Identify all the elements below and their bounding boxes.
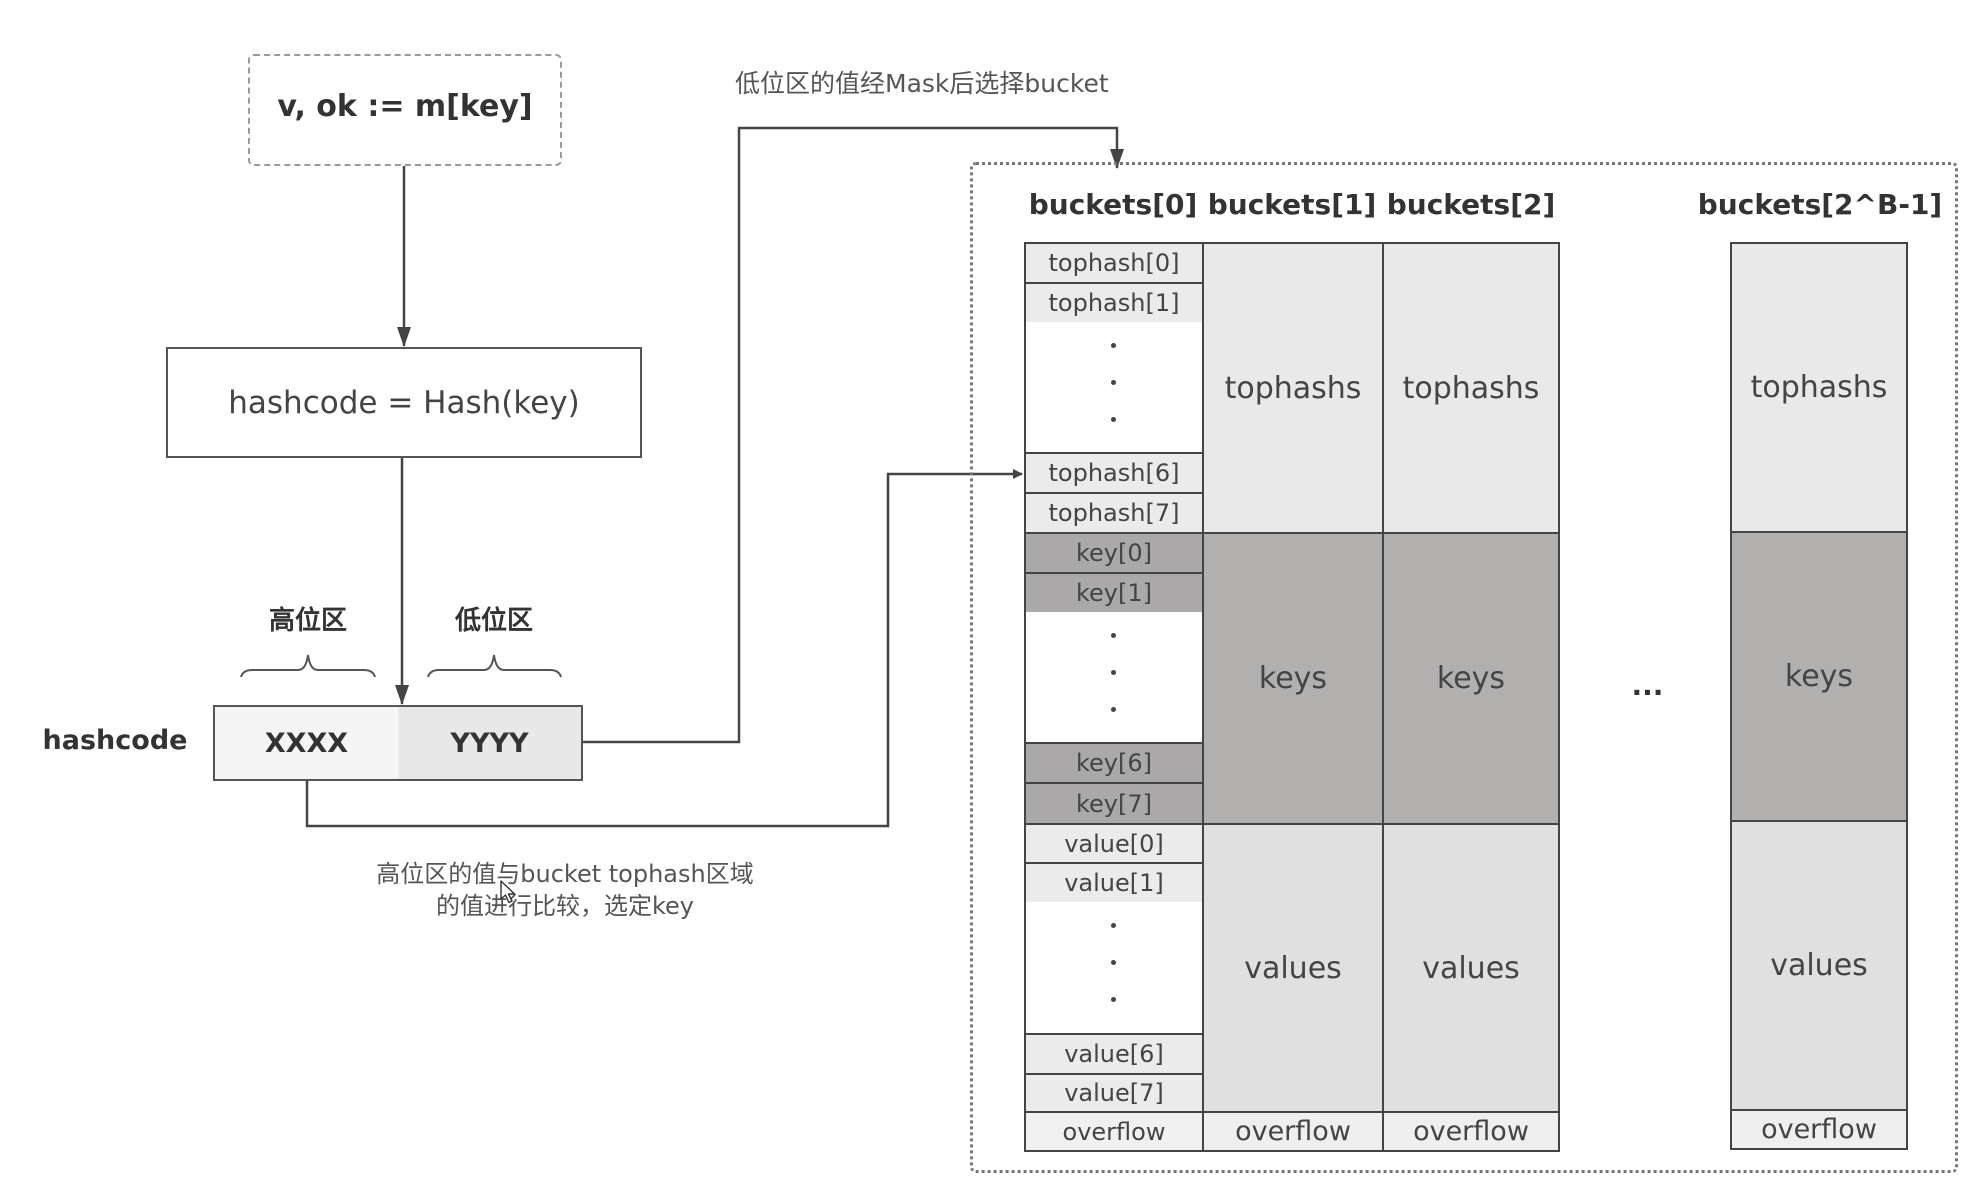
keys-block: keys xyxy=(1730,531,1908,822)
tophashs-block: tophashs xyxy=(1202,242,1384,534)
key-cell: key[6] xyxy=(1024,742,1204,784)
value-gap xyxy=(1024,902,1204,1035)
hashcode-low-bits: YYYY xyxy=(398,705,583,781)
ellipsis-dot xyxy=(1111,923,1116,928)
values-block: values xyxy=(1202,823,1384,1113)
hash-function-box: hashcode = Hash(key) xyxy=(166,347,642,458)
tophashs-block: tophashs xyxy=(1382,242,1560,534)
value-cell: value[1] xyxy=(1024,862,1204,904)
bucket-array-frame xyxy=(970,162,1958,1173)
arrow-high-bits-to-tophash xyxy=(305,469,1023,828)
arrow-low-bits-to-bucket xyxy=(583,126,1124,744)
map-access-code: v, ok := m[key] xyxy=(277,88,533,124)
tophash-gap xyxy=(1024,322,1204,454)
key-cell: key[7] xyxy=(1024,782,1204,825)
high-bits-label: 高位区 xyxy=(268,605,347,636)
tophash-cell: tophash[7] xyxy=(1024,492,1204,534)
ellipsis-dot xyxy=(1111,380,1116,385)
ellipsis-dot xyxy=(1111,343,1116,348)
ellipsis-dot xyxy=(1111,633,1116,638)
value-cell: value[0] xyxy=(1024,823,1204,864)
ellipsis-dot xyxy=(1111,960,1116,965)
hashcode-high-bits: XXXX xyxy=(213,705,400,781)
mask-select-annotation: 低位区的值经Mask后选择bucket xyxy=(735,69,1109,98)
bucket-2-title: buckets[2] xyxy=(1386,187,1556,221)
brace-low-bits xyxy=(427,654,562,678)
overflow-block: overflow xyxy=(1382,1111,1560,1152)
tophash-compare-annotation-line2: 的值进行比较，选定key xyxy=(435,891,694,920)
bucket-0-title: buckets[0] xyxy=(1028,187,1198,221)
hashcode-label: hashcode xyxy=(42,724,188,756)
key-cell: key[1] xyxy=(1024,572,1204,614)
more-buckets-ellipsis: ... xyxy=(1631,668,1664,702)
brace-high-bits xyxy=(240,654,376,678)
low-bits-label: 低位区 xyxy=(454,605,533,636)
ellipsis-dot xyxy=(1111,707,1116,712)
keys-block: keys xyxy=(1382,532,1560,825)
map-access-code-box: v, ok := m[key] xyxy=(248,54,562,166)
overflow-cell: overflow xyxy=(1024,1111,1204,1152)
ellipsis-dot xyxy=(1111,997,1116,1002)
ellipsis-dot xyxy=(1111,670,1116,675)
value-cell: value[6] xyxy=(1024,1033,1204,1075)
tophash-cell: tophash[6] xyxy=(1024,452,1204,494)
ellipsis-dot xyxy=(1111,417,1116,422)
key-gap xyxy=(1024,612,1204,744)
tophash-compare-annotation-line1: 高位区的值与bucket tophash区域 xyxy=(376,859,754,888)
overflow-block: overflow xyxy=(1202,1111,1384,1152)
tophashs-block: tophashs xyxy=(1730,242,1908,533)
values-block: values xyxy=(1730,820,1908,1111)
key-cell: key[0] xyxy=(1024,532,1204,574)
values-block: values xyxy=(1382,823,1560,1113)
bucket-last-title: buckets[2^B-1] xyxy=(1697,187,1943,221)
overflow-block: overflow xyxy=(1730,1109,1908,1150)
tophash-cell: tophash[0] xyxy=(1024,242,1204,284)
value-cell: value[7] xyxy=(1024,1073,1204,1113)
mouse-cursor-icon xyxy=(500,880,516,904)
keys-block: keys xyxy=(1202,532,1384,825)
bucket-1-title: buckets[1] xyxy=(1207,187,1377,221)
tophash-cell: tophash[1] xyxy=(1024,282,1204,324)
